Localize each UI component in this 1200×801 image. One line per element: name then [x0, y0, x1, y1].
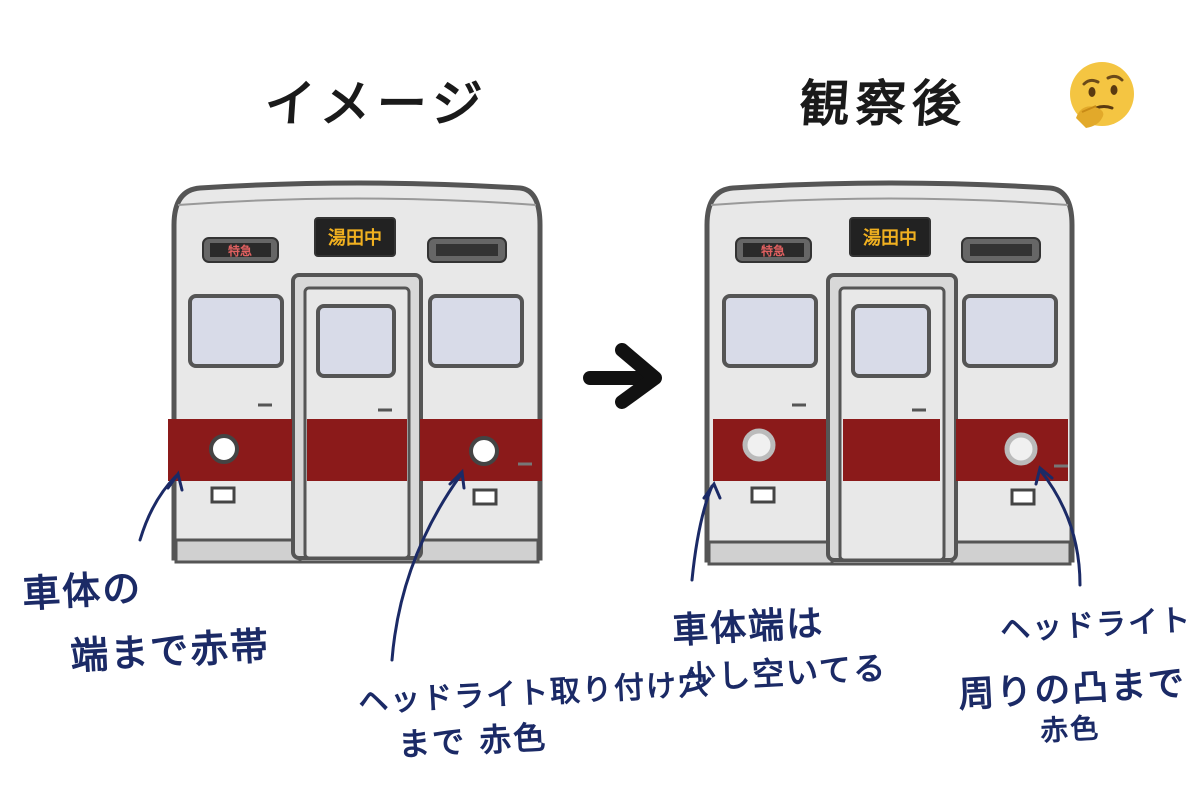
thinking-face-icon [1070, 62, 1134, 128]
train-after: 特急 湯田中 [704, 180, 1075, 566]
destination-after: 湯田中 [863, 227, 917, 249]
destination-before: 湯田中 [328, 227, 382, 249]
pointer-after-right [1038, 468, 1082, 587]
note-after-left-line1: 車体端は [671, 603, 826, 652]
pointer-before-right [390, 474, 462, 662]
type-label-after: 特急 [761, 243, 785, 258]
note-before-left-line1: 車体の [21, 565, 144, 617]
note-before-left-line2: 端まで赤帯 [69, 623, 272, 679]
note-before-right-line2: まで 赤色 [397, 718, 549, 764]
type-label-before: 特急 [228, 243, 252, 258]
note-after-right-line3: 赤色 [1039, 711, 1101, 748]
arrow-right-icon [583, 343, 662, 409]
train-before: 特急 湯田中 [168, 180, 543, 564]
annotation-arrows [138, 465, 1082, 662]
